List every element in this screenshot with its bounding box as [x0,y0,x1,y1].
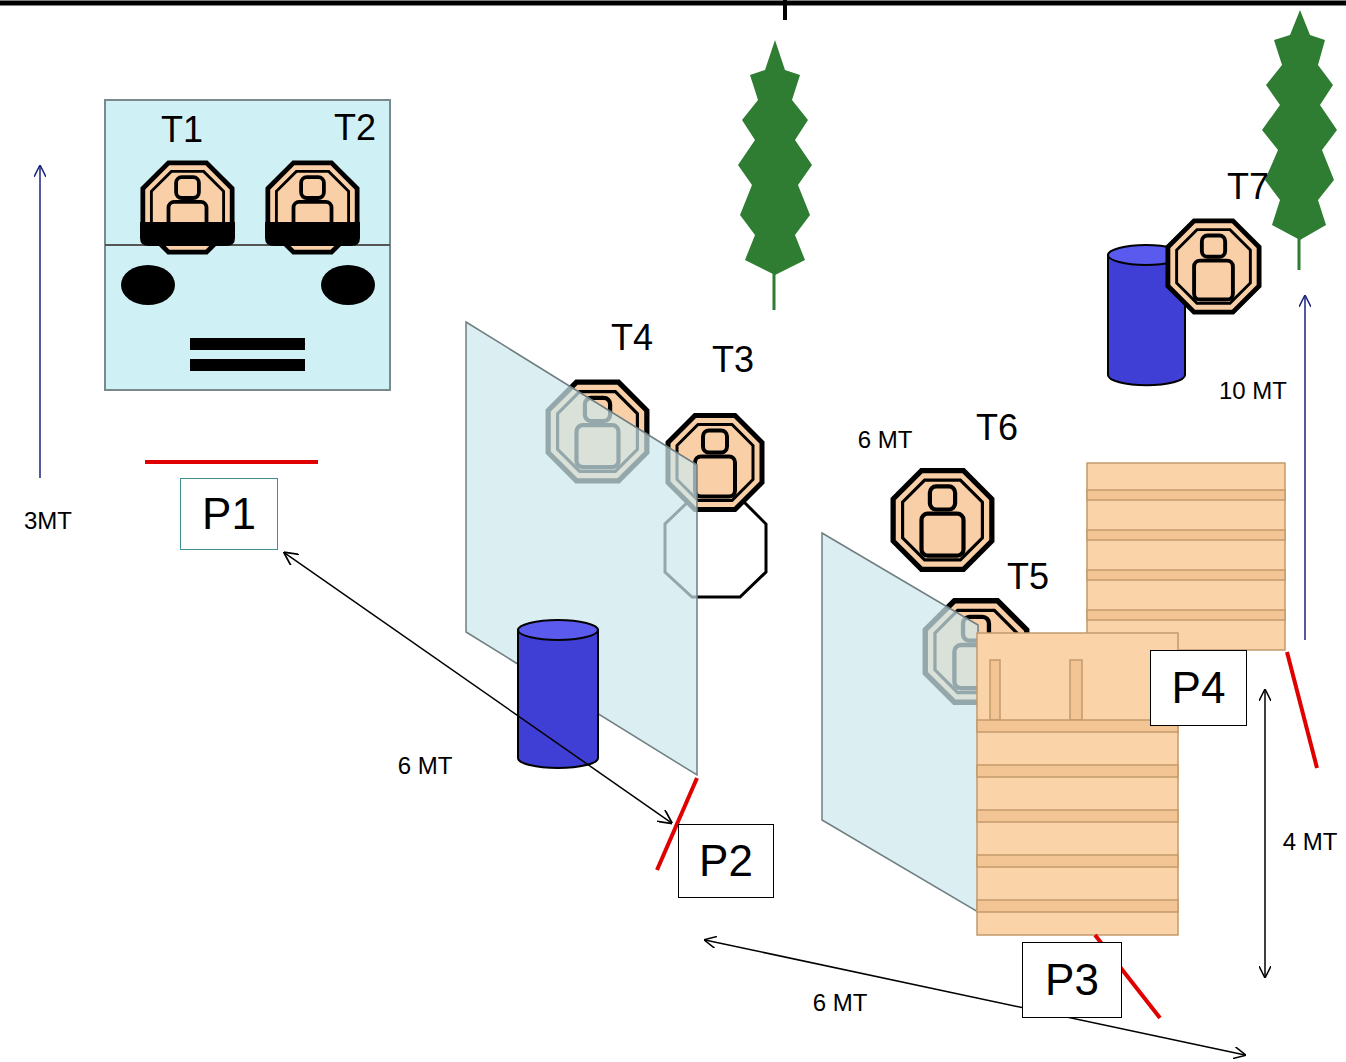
position-box: P4 [1150,650,1247,726]
barrel-far [1108,221,1259,385]
position-label: P2 [699,839,753,883]
target-label: T7 [1227,169,1269,205]
position-box: P2 [678,824,774,898]
target-label: T6 [976,410,1018,446]
target-label: T1 [161,112,203,148]
distance-label: 3MT [24,509,72,533]
target-label: T5 [1007,559,1049,595]
distance-label: 4 MT [1283,830,1338,854]
position-box: P3 [1022,942,1122,1018]
distance-label: 10 MT [1219,379,1287,403]
distance-label: 6 MT [813,991,868,1015]
position-label: P1 [202,492,256,536]
top-wall [0,0,1346,20]
target-label: T2 [334,110,376,146]
target-label: T4 [611,320,653,356]
barrel-near [518,620,598,768]
dimension-arrows [40,166,1305,1055]
panel-right [822,533,978,912]
distance-label: 6 MT [398,754,453,778]
distance-label: 6 MT [858,428,913,452]
pallets [977,463,1285,935]
car-prop [105,100,390,390]
target-label: T3 [712,342,754,378]
position-label: P3 [1045,958,1099,1002]
position-box: P1 [180,478,278,550]
fault-lines [145,462,1317,1018]
distance-connector [285,553,672,823]
position-label: P4 [1172,666,1226,710]
panel-left [466,322,697,775]
